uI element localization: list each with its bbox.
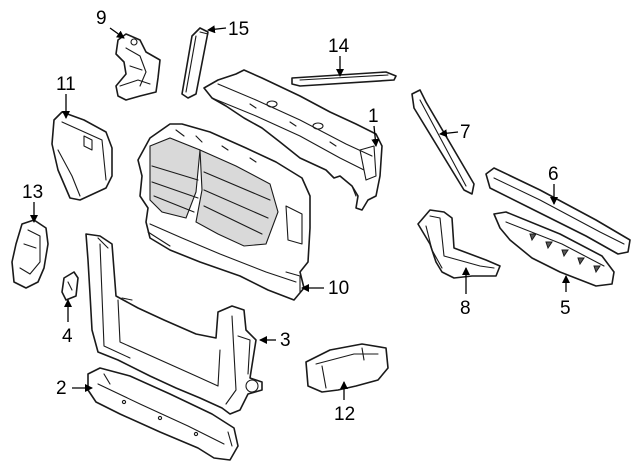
leader-1 xyxy=(371,125,380,147)
callout-2: 2 xyxy=(56,378,67,399)
callout-10: 10 xyxy=(328,278,349,299)
callout-9: 9 xyxy=(96,8,107,29)
callout-3: 3 xyxy=(280,330,291,351)
part-2-lower-bar xyxy=(87,367,239,461)
callout-4: 4 xyxy=(62,326,73,347)
callout-leaders xyxy=(30,25,570,400)
part-5-panel xyxy=(493,211,615,287)
callout-14: 14 xyxy=(328,36,350,57)
part-14-bar xyxy=(291,71,397,87)
part-11-air-duct xyxy=(51,111,113,201)
part-9-bracket xyxy=(115,33,161,101)
part-6-bar xyxy=(485,167,631,255)
callout-15: 15 xyxy=(228,19,249,40)
part-3-lower-support-frame xyxy=(85,233,263,415)
radiator-shroud xyxy=(137,123,311,301)
part-1-upper-cross-member xyxy=(203,69,383,211)
leader-7 xyxy=(439,129,459,138)
callout-8: 8 xyxy=(460,298,471,319)
part-15-strut xyxy=(181,27,209,99)
part-13-air-deflector xyxy=(11,219,49,289)
callout-13: 13 xyxy=(22,182,43,203)
part-8-bracket xyxy=(417,209,501,279)
callout-6: 6 xyxy=(548,164,559,185)
part-7-rod xyxy=(411,89,475,195)
callout-7: 7 xyxy=(460,122,471,143)
callout-12: 12 xyxy=(334,404,355,425)
callout-5: 5 xyxy=(560,298,571,319)
leader-9 xyxy=(109,27,125,39)
leader-15 xyxy=(207,25,227,34)
callout-11: 11 xyxy=(56,74,76,95)
part-4-clip xyxy=(61,271,79,301)
callout-numbers: 9 15 14 11 1 7 6 13 10 8 5 3 4 2 12 xyxy=(22,8,571,425)
part-12-air-duct xyxy=(305,343,389,393)
callout-1: 1 xyxy=(368,106,379,127)
